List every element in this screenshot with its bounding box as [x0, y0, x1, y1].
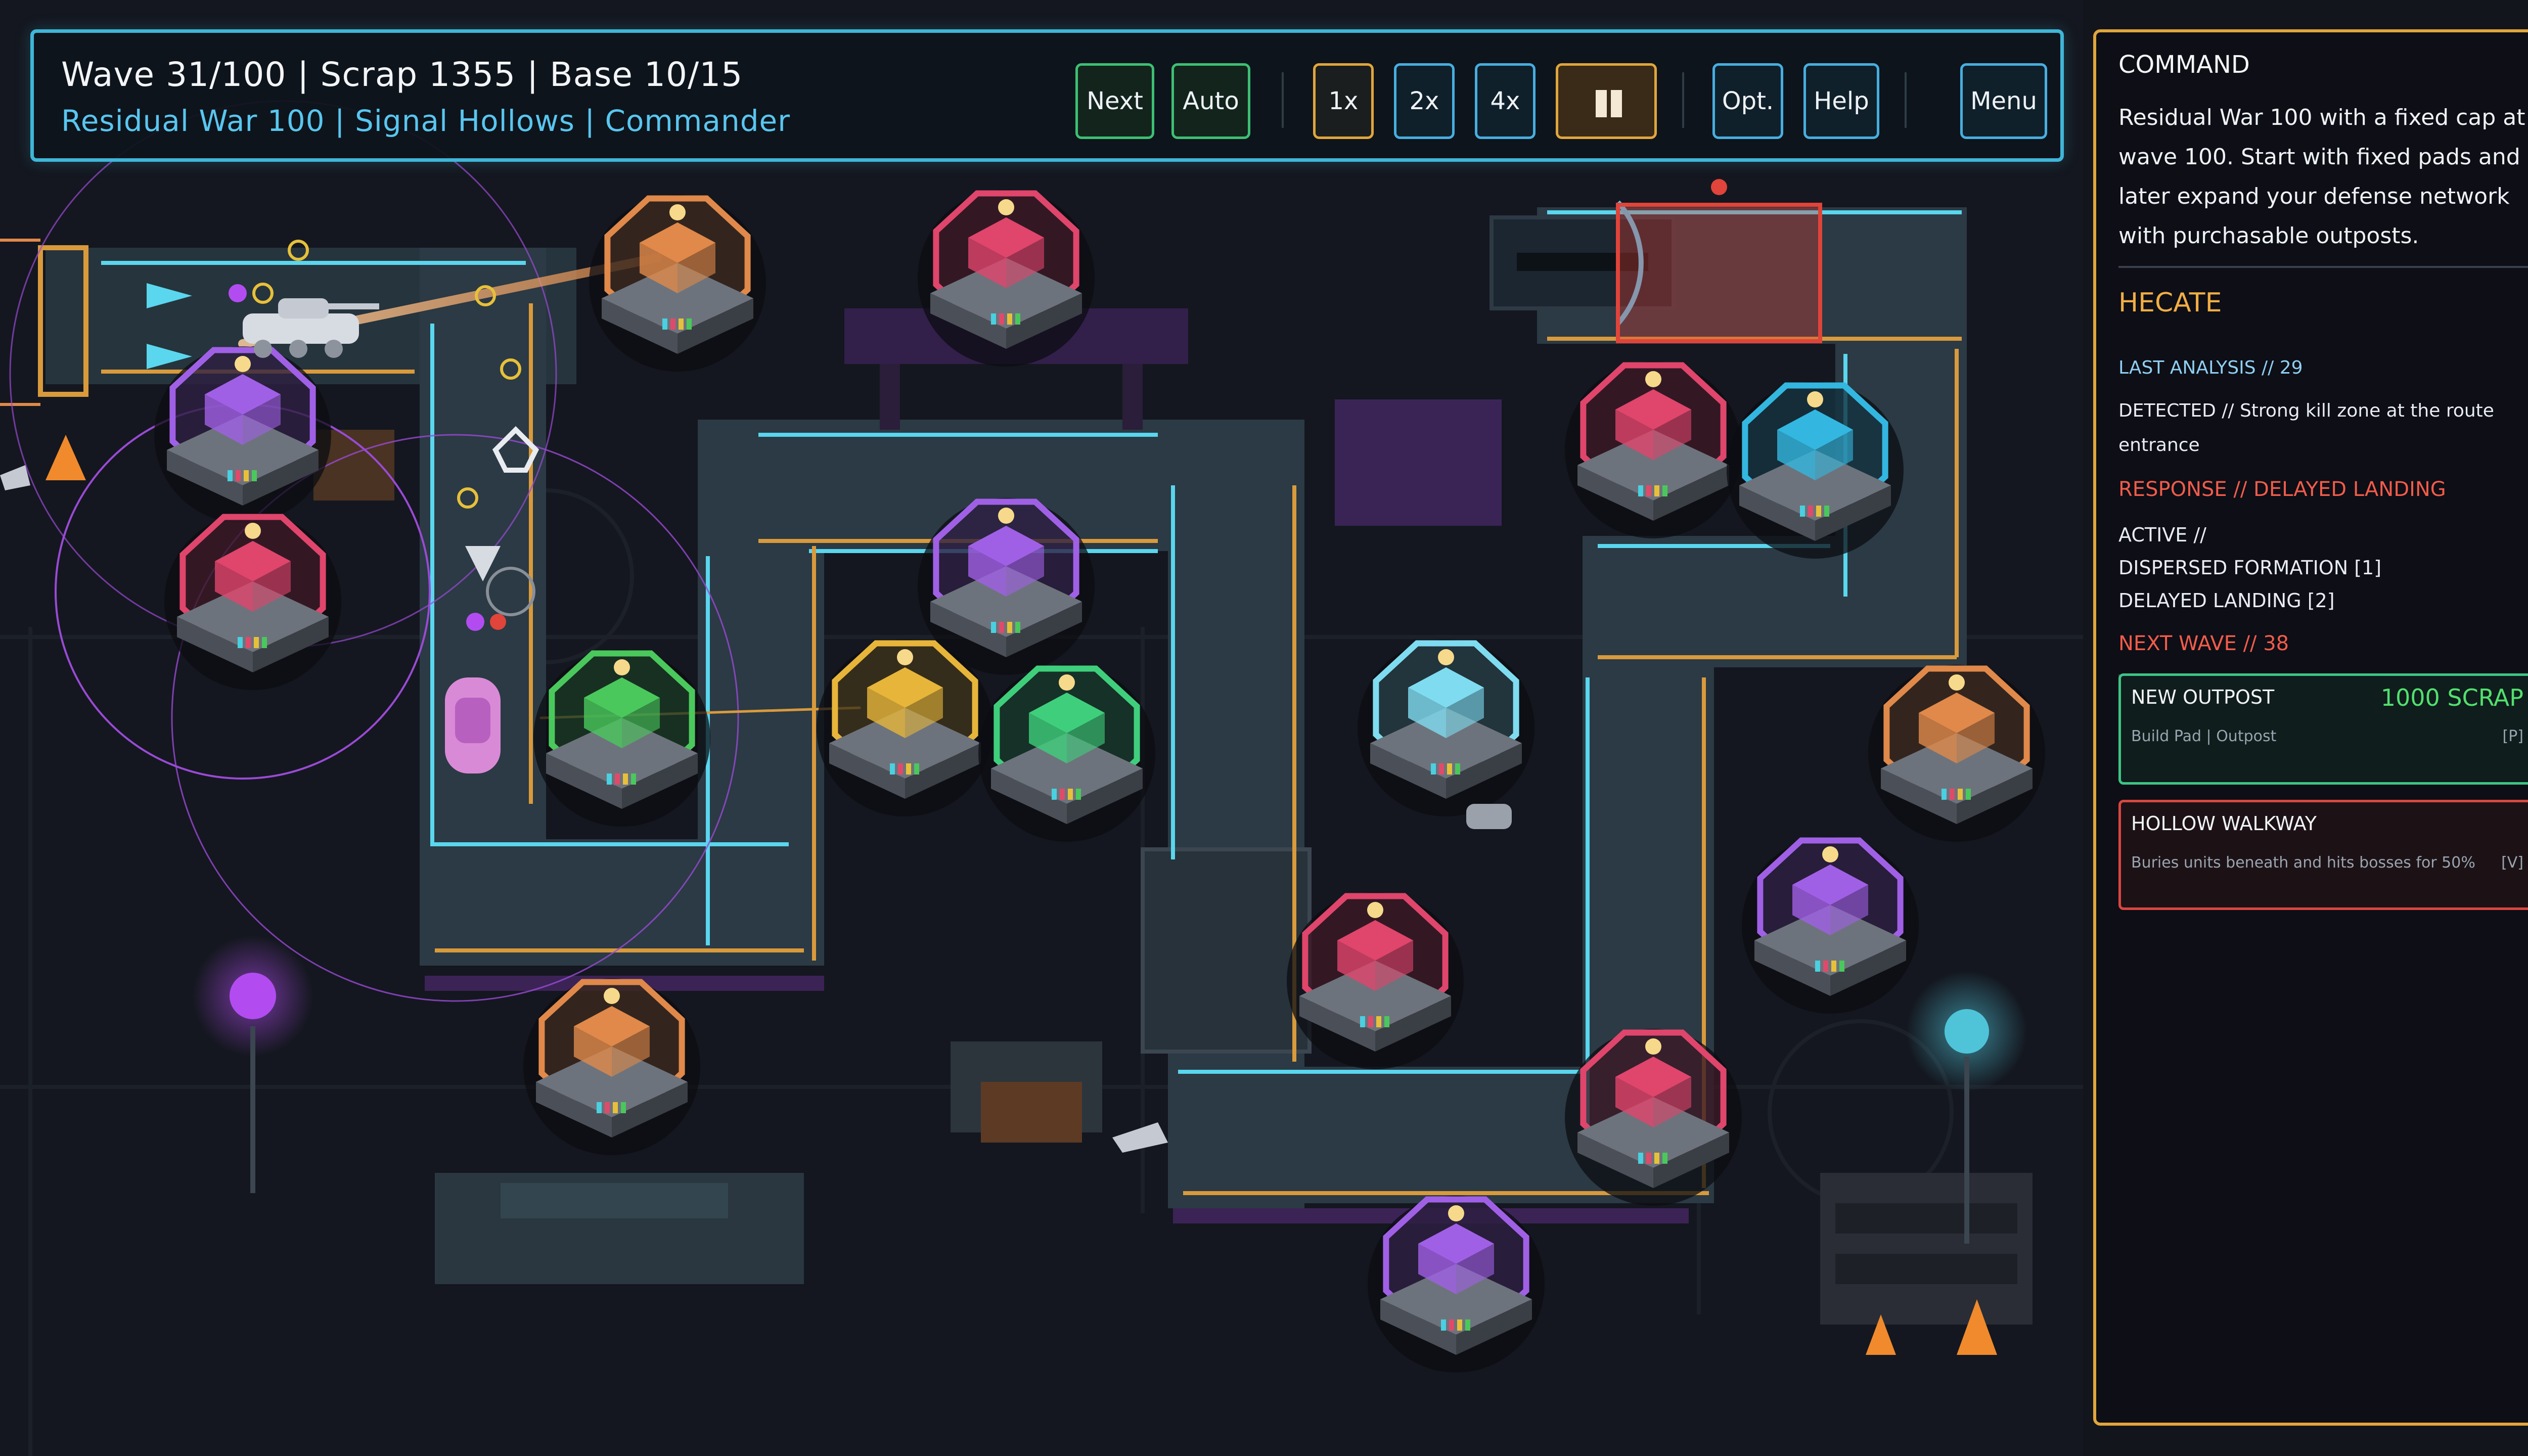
options-button[interactable]: Opt. [1712, 63, 1783, 139]
card-title: NEW OUTPOST [2131, 686, 2275, 708]
defense-tower[interactable] [1565, 1029, 1742, 1206]
commander-name: HECATE [2118, 288, 2222, 318]
divider [2118, 266, 2528, 268]
hollow-walkway-card[interactable]: HOLLOW WALKWAY Buries units beneath and … [2118, 800, 2528, 910]
help-button[interactable]: Help [1803, 63, 1879, 139]
command-panel: COMMAND Residual War 100 with a fixed ca… [2093, 29, 2528, 1426]
cyan-beacon [1906, 971, 2027, 1244]
defense-tower[interactable] [164, 513, 341, 690]
defense-tower[interactable] [523, 978, 700, 1155]
fire-hazards [46, 435, 1997, 1355]
hud-separator [1905, 72, 1907, 128]
tower-layer[interactable] [154, 190, 2045, 1373]
enemy-tank [243, 298, 379, 358]
card-hotkey: [V] [2501, 854, 2523, 872]
enemy-drone [465, 546, 535, 616]
enemy-skimmer [1112, 1122, 1168, 1153]
defense-tower[interactable] [1287, 892, 1464, 1069]
new-outpost-card[interactable]: NEW OUTPOST 1000 SCRAP Build Pad | Outpo… [2118, 673, 2528, 785]
active-effect-1: DISPERSED FORMATION [1] [2118, 557, 2382, 579]
panel-heading: COMMAND [2118, 51, 2250, 79]
defense-tower[interactable] [533, 650, 710, 827]
card-cost: 1000 SCRAP [2380, 684, 2523, 711]
top-hud: Wave 31/100 | Scrap 1355 | Base 10/15 Re… [30, 29, 2064, 162]
mode-map-difficulty: Residual War 100 | Signal Hollows | Comm… [61, 104, 791, 138]
defense-tower[interactable] [589, 195, 766, 372]
hud-separator [1682, 72, 1684, 128]
mode-description: Residual War 100 with a fixed cap at wav… [2118, 105, 2525, 249]
speed-1x-button[interactable]: 1x [1313, 63, 1374, 139]
defense-tower[interactable] [1368, 1196, 1545, 1373]
enemy-units [0, 298, 1512, 1153]
status-markers [229, 240, 521, 631]
defense-tower[interactable] [978, 665, 1155, 842]
active-label: ACTIVE // [2118, 524, 2206, 546]
pause-icon [1611, 90, 1622, 117]
last-analysis: LAST ANALYSIS // 29 [2118, 357, 2303, 378]
pause-icon [1596, 90, 1607, 117]
defense-tower[interactable] [1358, 640, 1534, 816]
map-structures [313, 308, 2033, 1325]
menu-button[interactable]: Menu [1960, 63, 2047, 139]
card-title: HOLLOW WALKWAY [2131, 812, 2317, 835]
spawn-gate [0, 239, 192, 406]
auto-wave-button[interactable]: Auto [1171, 63, 1250, 139]
defense-tower[interactable] [1868, 665, 2045, 842]
defense-tower[interactable] [918, 498, 1095, 675]
pause-button[interactable] [1556, 63, 1657, 139]
defense-tower[interactable] [154, 346, 331, 523]
detected-note: DETECTED // Strong kill zone at the rout… [2118, 400, 2494, 456]
next-wave-note: NEXT WAVE // 38 [2118, 632, 2289, 655]
base-gate [1489, 179, 1822, 343]
enemy-claw [492, 426, 539, 473]
enemy-scout [0, 465, 30, 490]
enemy-hover-craft [445, 677, 501, 774]
response-note: RESPONSE // DELAYED LANDING [2118, 478, 2446, 501]
card-description: Build Pad | Outpost [2131, 727, 2277, 745]
defense-tower[interactable] [1727, 382, 1904, 559]
defense-tower[interactable] [918, 190, 1095, 367]
card-description: Buries units beneath and hits bosses for… [2131, 854, 2475, 872]
next-wave-button[interactable]: Next [1075, 63, 1154, 139]
speed-2x-button[interactable]: 2x [1394, 63, 1455, 139]
defense-tower[interactable] [1742, 837, 1919, 1014]
defense-tower[interactable] [817, 640, 994, 816]
speed-4x-button[interactable]: 4x [1475, 63, 1536, 139]
purple-beacon [192, 935, 313, 1193]
card-hotkey: [P] [2502, 727, 2524, 745]
wave-scrap-base-readout: Wave 31/100 | Scrap 1355 | Base 10/15 [61, 55, 743, 94]
hud-separator [1282, 72, 1284, 128]
active-effect-2: DELAYED LANDING [2] [2118, 589, 2335, 612]
defense-tower[interactable] [1565, 361, 1742, 538]
enemy-crawler [1466, 804, 1512, 829]
